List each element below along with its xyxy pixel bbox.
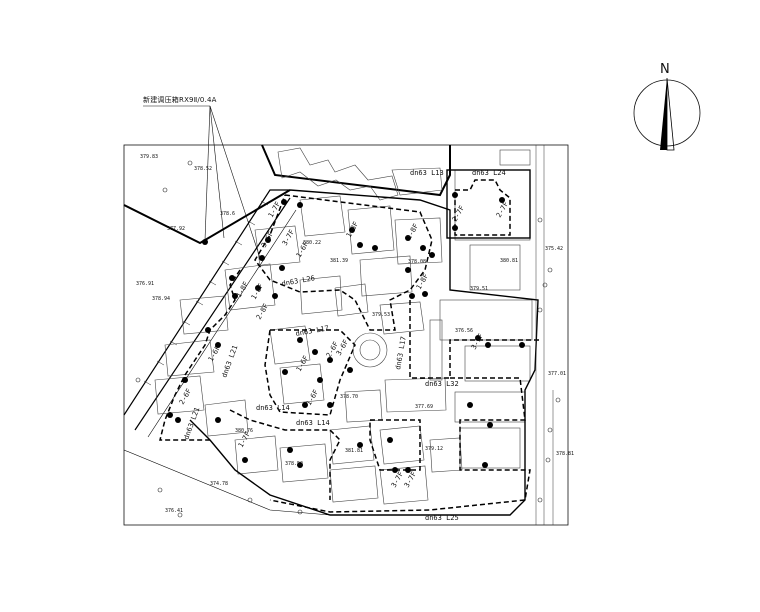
- elevation-label: 376.91: [136, 281, 154, 287]
- floor-label: 3-6F: [335, 338, 350, 357]
- pipe-label: dn63 L17: [394, 336, 408, 371]
- pipe-label: dn63 L14: [256, 404, 290, 412]
- pipe-label: dn63 L14: [296, 419, 330, 427]
- property-boundary: [189, 169, 539, 516]
- elevation-label: 381.39: [330, 258, 348, 264]
- floor-label: 1-8F: [415, 272, 430, 291]
- elevation-labels: 379.83 378.52 377.92 378.6 376.91 378.94 380.2…: [136, 154, 574, 514]
- elevation-label: 379.12: [425, 446, 443, 452]
- floor-label: 2-7F: [451, 204, 466, 223]
- north-arrow-icon: [633, 77, 701, 151]
- pipe-label: dn63 L13: [410, 169, 444, 177]
- elevation-label: 379.53: [372, 312, 390, 318]
- elevation-label: 378.70: [340, 394, 358, 400]
- floor-label: 1-6F: [207, 344, 222, 363]
- elevation-label: 380.81: [500, 258, 518, 264]
- elevation-label: 380.76: [235, 428, 253, 434]
- elevation-label: 378.52: [285, 461, 303, 467]
- elevation-label: 377.69: [415, 404, 433, 410]
- elevation-label: 374.78: [210, 481, 228, 487]
- floor-label: 3-7F: [281, 228, 296, 247]
- side-road: [535, 145, 554, 525]
- valve-points: [167, 192, 525, 473]
- elevation-label: 378.52: [194, 166, 212, 172]
- gas-pipelines: [159, 179, 540, 513]
- floor-label: 1-6F: [305, 388, 320, 407]
- floor-label: 1-8F: [345, 220, 360, 239]
- floor-label: 1-8F: [250, 282, 265, 301]
- floor-label: 3-7F: [390, 470, 405, 489]
- floor-label: 3-7F: [403, 470, 418, 489]
- pipe-label: dn63 L24: [472, 169, 506, 177]
- elevation-label: 377.01: [548, 371, 566, 377]
- floor-label: 2-6F: [178, 387, 193, 406]
- pipe-label: dn63 L26: [281, 274, 316, 288]
- floor-label: 3-6F: [260, 230, 275, 249]
- elevation-label: 376.41: [165, 508, 183, 514]
- pipe-label: dn63 L25: [425, 514, 459, 522]
- callout-leader-lines: [143, 105, 261, 259]
- elevation-label: 378.81: [556, 451, 574, 457]
- floor-label: 1-8F: [235, 280, 250, 299]
- elevation-label: 375.42: [545, 246, 563, 252]
- elevation-label: 378.6: [220, 211, 235, 217]
- pipe-label: dn63 L32: [425, 380, 459, 388]
- survey-symbols: [135, 160, 561, 518]
- elevation-label: 380.22: [303, 240, 321, 246]
- elevation-label: 378.08: [408, 259, 426, 265]
- map-frame: [123, 144, 569, 526]
- building-outlines: [154, 147, 533, 505]
- floor-label: 1-6F: [295, 354, 310, 373]
- elevation-label: 376.56: [455, 328, 473, 334]
- elevation-label: 381.81: [345, 448, 363, 454]
- north-label: N: [660, 62, 670, 77]
- regulator-box-callout: 新建调压箱RX9Ⅱ/0.4A: [143, 96, 217, 104]
- floor-label: 2-8F: [255, 302, 270, 321]
- floor-label: 3-7F: [470, 332, 485, 351]
- elevation-label: 379.51: [470, 286, 488, 292]
- corridor-hatch: [143, 200, 269, 386]
- elevation-label: 378.94: [152, 296, 170, 302]
- elevation-label: 379.83: [140, 154, 158, 160]
- floor-label: 2-7F: [495, 200, 510, 219]
- pipe-label: dn63 L21: [220, 344, 239, 378]
- floor-label: 1-8F: [405, 222, 420, 241]
- elevation-label: 377.92: [167, 226, 185, 232]
